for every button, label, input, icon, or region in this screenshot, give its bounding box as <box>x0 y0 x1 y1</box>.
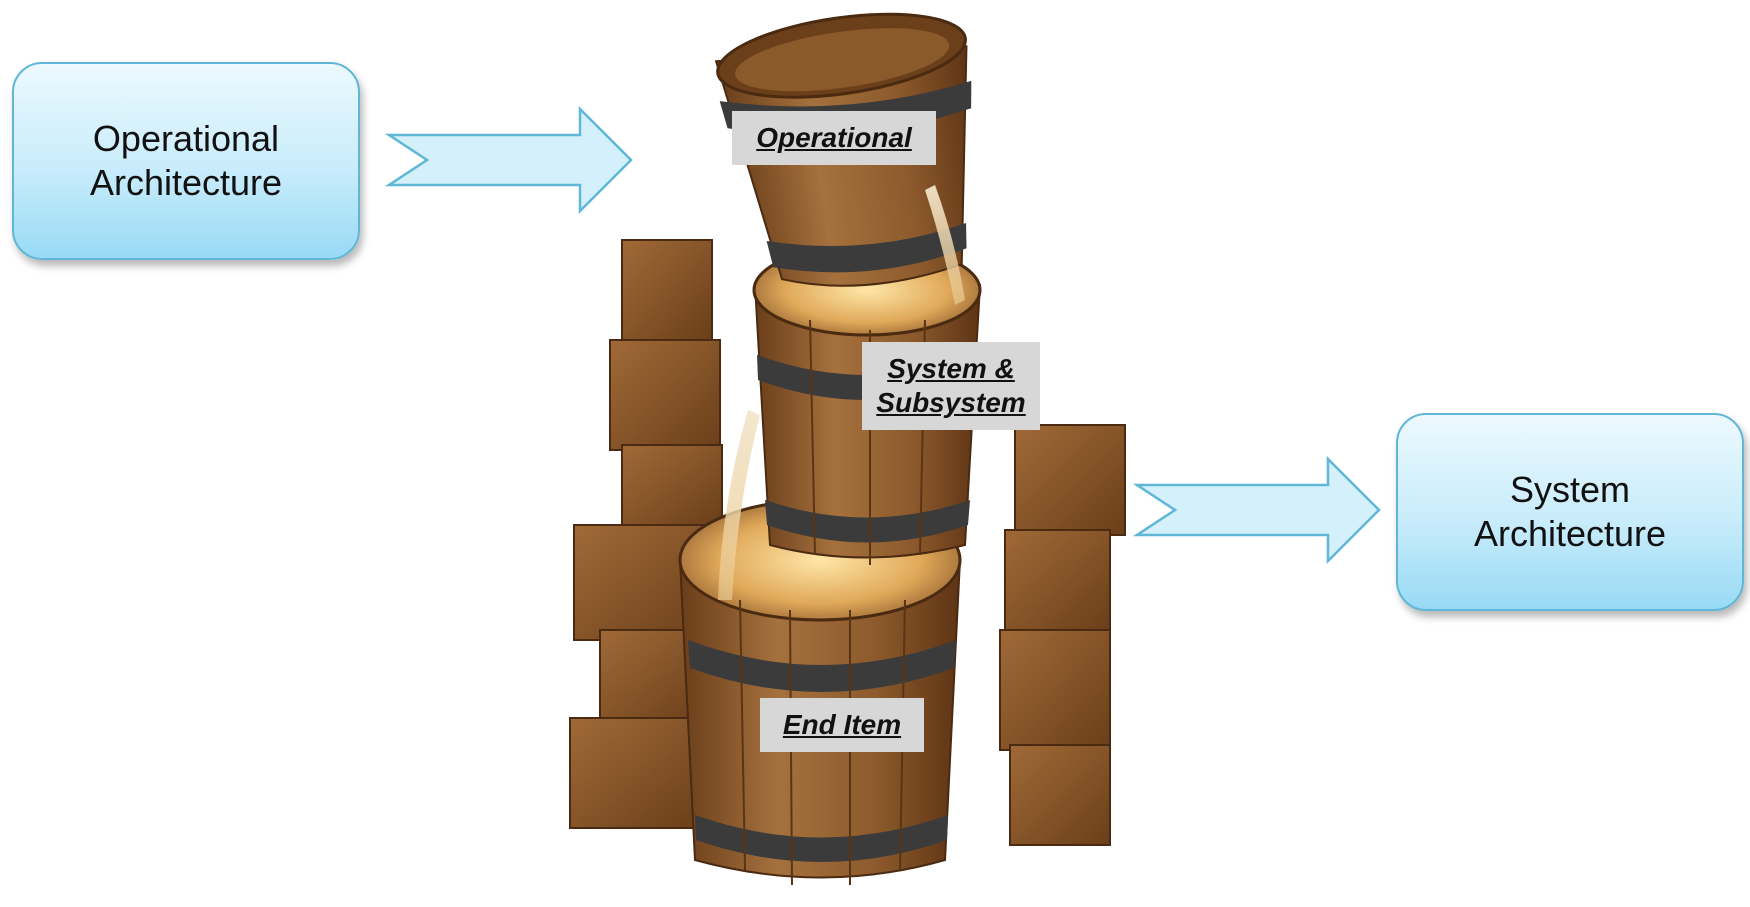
right-planks <box>999 424 1126 846</box>
operational-architecture-box: Operational Architecture <box>12 62 360 260</box>
arrow-right-icon <box>385 105 633 215</box>
arrow-right-icon <box>1133 455 1381 565</box>
end-item-tag: End Item <box>760 698 924 752</box>
system-architecture-label: System Architecture <box>1473 469 1667 554</box>
operational-architecture-label: Operational Architecture <box>89 118 283 203</box>
water-stream-middle <box>718 410 760 600</box>
system-architecture-box: System Architecture <box>1396 413 1744 611</box>
operational-tag: Operational <box>732 111 936 165</box>
system-subsystem-tag: System & Subsystem <box>862 342 1040 430</box>
top-barrel <box>714 12 972 287</box>
water-stream-top <box>925 185 965 305</box>
